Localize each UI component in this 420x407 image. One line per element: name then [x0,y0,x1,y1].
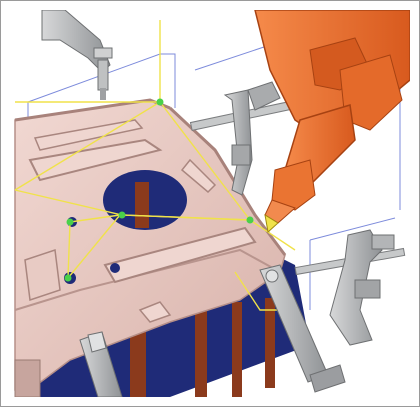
fixture-clamp-right-lower[interactable] [294,229,406,346]
fixture-clamp-bottom-left[interactable] [79,331,123,397]
scene-canvas[interactable] [10,10,410,397]
fixture-bracket-left [14,359,41,397]
waypoint[interactable] [118,211,126,219]
fixture-clamp-right-upper[interactable] [189,81,311,196]
3d-viewport[interactable] [10,10,410,397]
robot-arm[interactable] [254,10,410,233]
sheet-metal-part[interactable] [14,98,287,391]
fixture-clamp-bottom-middle[interactable] [259,264,346,393]
waypoint[interactable] [64,274,72,282]
waypoint[interactable] [66,218,74,226]
fixture-clamp-top-left[interactable] [41,10,113,100]
waypoint[interactable] [156,98,164,106]
waypoints [64,98,254,282]
waypoint[interactable] [246,216,254,224]
